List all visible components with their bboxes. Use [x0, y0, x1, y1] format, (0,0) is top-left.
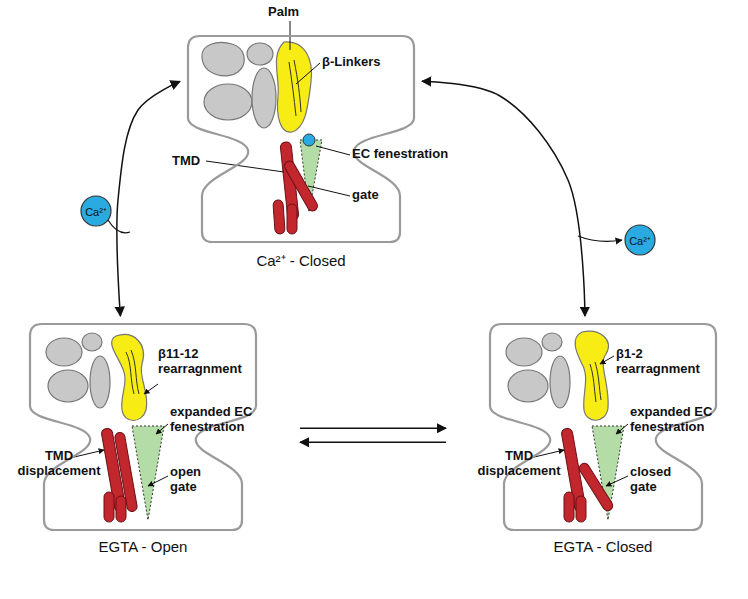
part-label: TMD: [172, 153, 200, 168]
beta-linker: [289, 62, 296, 116]
leader-arrow: [148, 476, 168, 486]
ion-label: Ca²⁺: [624, 224, 656, 256]
curved-arrow: [117, 81, 180, 316]
state-label: EGTA - Closed: [470, 538, 736, 555]
ion-circle: Ca²⁺: [80, 195, 112, 227]
equilibrium-arrows: [300, 428, 446, 442]
part-label: TMD displacement: [16, 448, 102, 478]
part-label: gate: [352, 187, 379, 202]
domain-blob: [202, 43, 244, 76]
transition-arrow: [422, 81, 585, 316]
palm-domain: [276, 42, 311, 132]
ion-shape: [625, 225, 655, 255]
tmd-helices: [273, 142, 320, 235]
reverse-arrow: [300, 441, 446, 443]
part-label: β11-12 rearragnment: [158, 346, 258, 376]
beta-linker: [126, 352, 134, 394]
domain-blob: [82, 333, 102, 351]
state-label: EGTA - Open: [10, 538, 276, 555]
helix: [564, 492, 574, 522]
state-label: Ca²⁺ - Closed: [168, 250, 434, 270]
curved-arrow: [422, 81, 585, 316]
domain-blob: [204, 84, 252, 120]
part-label: open gate: [170, 464, 210, 494]
domain-blob: [506, 338, 542, 366]
part-label: Palm: [268, 4, 299, 19]
palm-domain: [112, 335, 147, 421]
release-hook: [578, 236, 622, 241]
part-label: expanded EC fenestration: [170, 404, 270, 434]
part-label: β1-2 rearragnment: [616, 346, 716, 376]
helix: [287, 204, 297, 234]
ion-circle: Ca²⁺: [624, 224, 656, 256]
beta-linker: [131, 350, 139, 394]
part-label: β-Linkers: [322, 54, 381, 69]
domain-blob: [90, 356, 110, 408]
leader-arrow: [144, 384, 158, 394]
grey-domains: [202, 43, 276, 128]
leader-arrow: [156, 424, 168, 434]
bound-ion: [303, 134, 315, 146]
leader-arrow: [600, 356, 614, 364]
domain-blob: [48, 370, 88, 402]
leader-line: [206, 161, 284, 172]
open-channel-interior: [46, 333, 164, 522]
forward-arrow: [300, 427, 446, 429]
beta-linker: [294, 60, 301, 112]
tmd-helices: [561, 428, 615, 522]
helix: [116, 496, 126, 522]
palm-domain: [575, 331, 608, 420]
leader-arrow: [616, 424, 628, 434]
part-label: TMD displacement: [476, 448, 562, 478]
beta-linker: [590, 364, 596, 402]
leader-line: [296, 63, 320, 84]
helix: [273, 200, 285, 235]
beta-linker: [595, 362, 601, 400]
domain-blob: [550, 356, 570, 408]
domain-blob: [252, 68, 276, 128]
closed-channel-interior: [202, 42, 322, 234]
grey-domains: [46, 333, 110, 408]
channel-shape: [188, 36, 414, 242]
leader-line: [308, 186, 350, 196]
part-label: closed gate: [630, 464, 678, 494]
helix: [104, 492, 114, 522]
grey-domains: [506, 333, 570, 408]
domain-blob: [46, 338, 82, 366]
tmd-helices: [101, 428, 138, 522]
domain-blob: [508, 370, 548, 402]
helix: [576, 496, 586, 522]
domain-blob: [247, 43, 273, 65]
transition-arrow: [117, 81, 180, 316]
domain-blob: [542, 333, 562, 351]
part-label: EC fenestration: [352, 146, 448, 161]
part-label: expanded EC fenestration: [630, 404, 730, 434]
ion-label: Ca²⁺: [80, 195, 112, 227]
ion-shape: [81, 196, 111, 226]
binding-hook: [108, 220, 130, 233]
leader-arrow: [606, 476, 628, 486]
leader-line: [316, 146, 350, 155]
closed-channel-interior: [506, 331, 624, 522]
gate-helix: [283, 159, 320, 212]
